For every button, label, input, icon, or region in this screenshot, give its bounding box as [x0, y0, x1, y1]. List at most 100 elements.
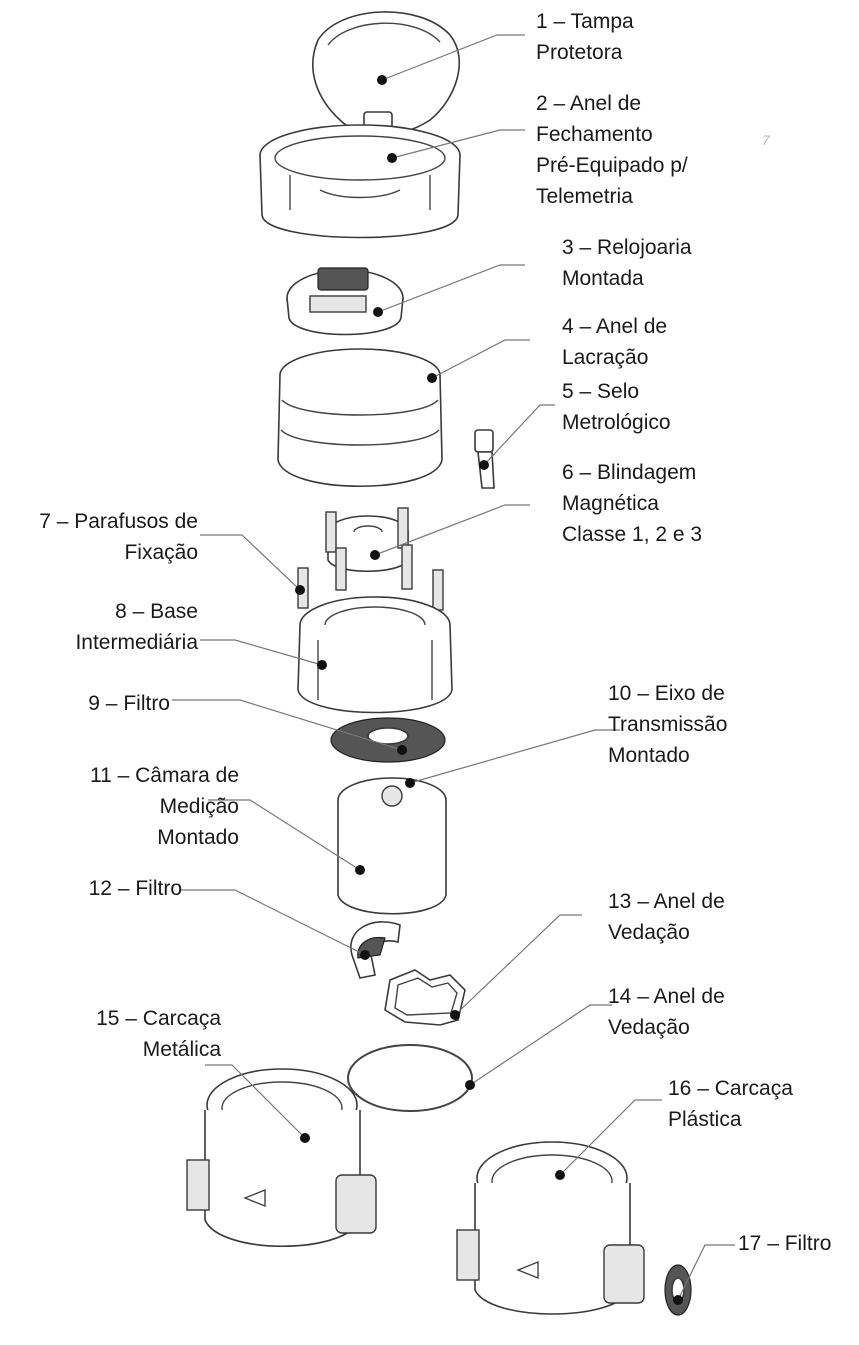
part-8-intermediate-base: [297, 596, 453, 714]
label-16: 16 – Carcaça Plástica: [668, 1073, 793, 1135]
label-10-line-1: 10 – Eixo de: [608, 682, 725, 705]
label-15: 15 – Carcaça Metálica: [96, 1003, 221, 1065]
part-16-plastic-body: [456, 1141, 645, 1315]
label-1: 1 – Tampa Protetora: [536, 6, 634, 68]
label-10: 10 – Eixo de Transmissão Montado: [608, 678, 727, 771]
label-7: 7 – Parafusos de Fixação: [39, 506, 198, 568]
label-8-line-2: Intermediária: [75, 631, 198, 654]
label-16-line-2: Plástica: [668, 1108, 742, 1131]
dot-1: [377, 75, 387, 85]
label-6-line-3: Classe 1, 2 e 3: [562, 523, 703, 546]
label-4-line-2: Lacração: [562, 346, 649, 369]
leader-11: [208, 799, 361, 871]
label-17: 17 – Filtro: [738, 1228, 831, 1259]
leader-5: [483, 404, 555, 466]
leader-lines: [172, 34, 735, 1301]
leader-1: [381, 34, 525, 81]
dot-2: [387, 153, 397, 163]
part-2-closing-ring: [259, 124, 461, 239]
label-11-line-1: 11 – Câmara de: [89, 764, 239, 787]
dot-13: [450, 1010, 460, 1020]
leader-8: [200, 639, 323, 666]
label-1-line-2: Protetora: [536, 41, 623, 64]
label-4: 4 – Anel de Lacração: [562, 311, 667, 373]
label-9-line-1: 9 – Filtro: [88, 692, 170, 715]
label-8-line-1: 8 – Base: [115, 600, 198, 623]
label-2-line-2: Fechamento: [536, 123, 653, 146]
label-14: 14 – Anel de Vedação: [608, 981, 725, 1043]
dot-10: [405, 778, 415, 788]
leader-9: [172, 699, 403, 751]
label-16-line-1: 16 – Carcaça: [668, 1077, 793, 1100]
label-5-line-2: Metrológico: [562, 411, 671, 434]
label-4-line-1: 4 – Anel de: [562, 315, 668, 338]
label-2-line-1: 2 – Anel de: [536, 92, 642, 115]
dot-4: [427, 373, 437, 383]
leader-12: [180, 889, 366, 956]
label-12-line-1: 12 – Filtro: [88, 877, 182, 900]
label-3: 3 – Relojoaria Montada: [562, 232, 692, 294]
label-3-line-1: 3 – Relojoaria: [562, 236, 692, 259]
dot-17: [673, 1295, 683, 1305]
leader-13: [454, 914, 582, 1016]
label-9: 9 – Filtro: [88, 688, 170, 719]
part-11-measuring-chamber: [337, 777, 447, 915]
label-7-line-2: Fixação: [124, 541, 198, 564]
label-14-line-2: Vedação: [608, 1016, 690, 1039]
part-12-filter: [350, 921, 401, 979]
leader-17: [677, 1244, 735, 1301]
dot-9: [397, 745, 407, 755]
label-5-line-1: 5 – Selo: [562, 380, 640, 403]
label-11-line-2: Medição: [159, 795, 239, 818]
label-6: 6 – Blindagem Magnética Classe 1, 2 e 3: [562, 457, 702, 550]
part-9-filter: [330, 717, 446, 763]
part-14-o-ring: [347, 1044, 473, 1112]
callout-dots: [295, 75, 683, 1305]
part-5-metrological-seal: [474, 429, 495, 489]
leader-16: [559, 1099, 662, 1176]
label-8: 8 – Base Intermediária: [75, 596, 198, 658]
dot-15: [300, 1133, 310, 1143]
part-1-protective-lid: [312, 11, 460, 139]
label-6-line-2: Magnética: [562, 492, 659, 515]
label-15-line-2: Metálica: [142, 1038, 221, 1061]
label-10-line-2: Transmissão: [608, 713, 728, 736]
part-4-sealing-ring: [277, 348, 443, 487]
label-14-line-1: 14 – Anel de: [608, 985, 725, 1008]
stray-mark: 7: [762, 132, 771, 148]
label-11-line-3: Montado: [157, 826, 239, 849]
leader-7: [200, 534, 301, 591]
part-3-register: [286, 267, 404, 336]
label-13: 13 – Anel de Vedação: [608, 886, 725, 948]
dot-12: [360, 950, 370, 960]
dot-7: [295, 585, 305, 595]
leader-10: [409, 729, 620, 784]
leader-3: [377, 264, 525, 313]
label-5: 5 – Selo Metrológico: [562, 376, 671, 438]
label-13-line-1: 13 – Anel de: [608, 890, 725, 913]
label-1-line-1: 1 – Tampa: [536, 10, 634, 33]
label-2-line-3: Pré-Equipado p/: [536, 154, 688, 177]
dot-14: [465, 1080, 475, 1090]
label-6-line-1: 6 – Blindagem: [562, 461, 697, 484]
dot-8: [317, 660, 327, 670]
dot-3: [373, 307, 383, 317]
part-13-sealing-ring: [384, 969, 466, 1026]
leader-6: [374, 504, 530, 556]
dot-16: [555, 1170, 565, 1180]
leader-15: [205, 1064, 306, 1139]
label-17-line-1: 17 – Filtro: [738, 1232, 832, 1255]
label-7-line-1: 7 – Parafusos de: [39, 510, 198, 533]
leader-4: [431, 339, 530, 379]
part-15-metal-body: [186, 1068, 377, 1247]
label-15-line-1: 15 – Carcaça: [96, 1007, 221, 1030]
label-11: 11 – Câmara de Medição Montado: [90, 760, 239, 853]
leader-14: [469, 1004, 612, 1086]
label-12: 12 – Filtro: [89, 873, 182, 904]
label-2: 2 – Anel de Fechamento Pré-Equipado p/ T…: [536, 88, 688, 212]
dot-11: [355, 865, 365, 875]
label-3-line-2: Montada: [562, 267, 644, 290]
dot-6: [370, 550, 380, 560]
